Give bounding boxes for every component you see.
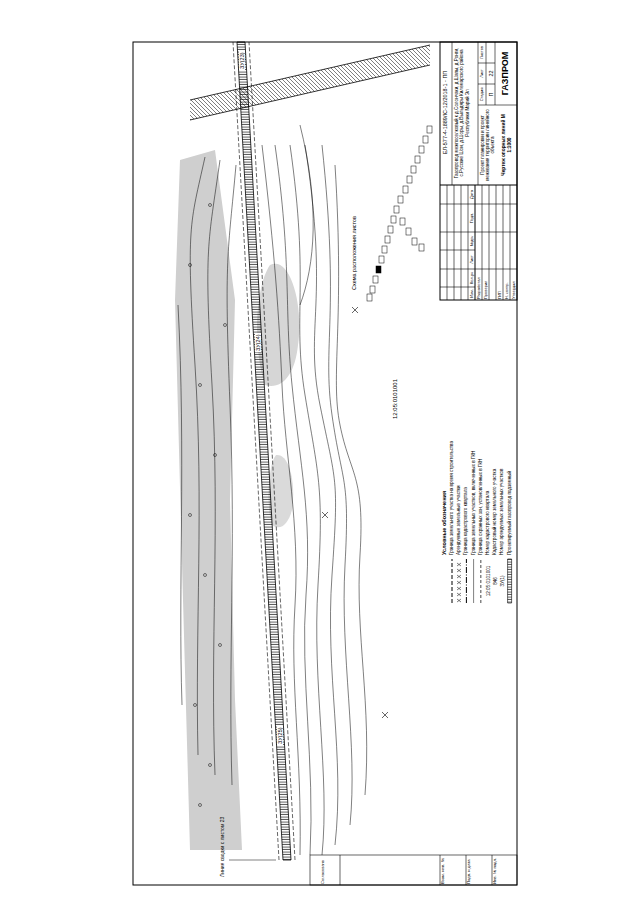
role-label: Утвердил [512,269,517,299]
match-line-note: Линия сводки с листом 23 [220,797,226,877]
role-label: ГИП [498,269,503,299]
legend-text: Проектируемый газопровод подземный [507,387,512,555]
column-header: Лист [480,63,485,84]
stamp-label: Взам. инв. № [441,856,446,884]
column-header: Лист [470,250,475,269]
role-label: Проверил [484,269,489,299]
column-header: Стадия [480,84,485,105]
sheet-name: Чертеж опорных линий М 1:1000 [501,107,512,183]
plot-number: ЗУ(25) [277,726,283,745]
legend-text: Граница земельного участка на время стро… [449,387,454,555]
drawing-code: ЕЛ-577-4-1889/ІС-12/2018-1 - ПП [442,45,448,180]
plot-number: ЗУ(24) [255,333,261,352]
legend-text: Номер арендуемых земельных участков [499,387,504,555]
column-header: №док [470,232,475,250]
column-header: Изм. [470,287,475,300]
stamp-label: Инв. № подл. [493,856,498,884]
cadastral-quarter: 12:05:0101001 [392,357,399,419]
scheme-title: Схема расположения листов [351,198,357,290]
stamp-label: Согласовано [321,855,326,884]
legend-sample: 12:05:0101001 [486,559,491,603]
column-header: Кол.уч [470,269,475,287]
company-logo: ГАЗПРОМ [500,43,510,104]
column-header: Подп. [470,204,475,232]
legend-text: Граница охранных зон, установленных в ГК… [478,387,483,555]
object-name: Газопровод межпоселковый к д.Солончаки, … [454,44,470,182]
document-name: Проект планировки и проект межевания тер… [480,107,496,183]
legend-text: Арендуемые земельные участки [456,387,461,555]
legend-title: Условные обозначения [441,425,447,555]
column-header: Дата [470,185,475,204]
stamp-label: Подп. и дата [467,856,472,884]
legend-text: Граница кадастрового квартала [463,387,468,555]
role-label: Н. контр. [505,269,510,299]
column-header: Листов [480,42,485,63]
legend-text: Кадастровый номер земельного участка [492,387,497,555]
sheet-number: 22 [488,63,494,84]
plot-number: ЗУ(23) [239,51,245,70]
stage-value: П [488,84,494,105]
role-label: Разработал [477,269,482,299]
legend-text: Номер кадастрового квартала [485,387,490,555]
legend-text: Граница земельных участков, включенных в… [471,387,476,555]
legend-sample: ЗУ(1) [500,559,505,603]
legend-sample: 846 [493,559,498,603]
